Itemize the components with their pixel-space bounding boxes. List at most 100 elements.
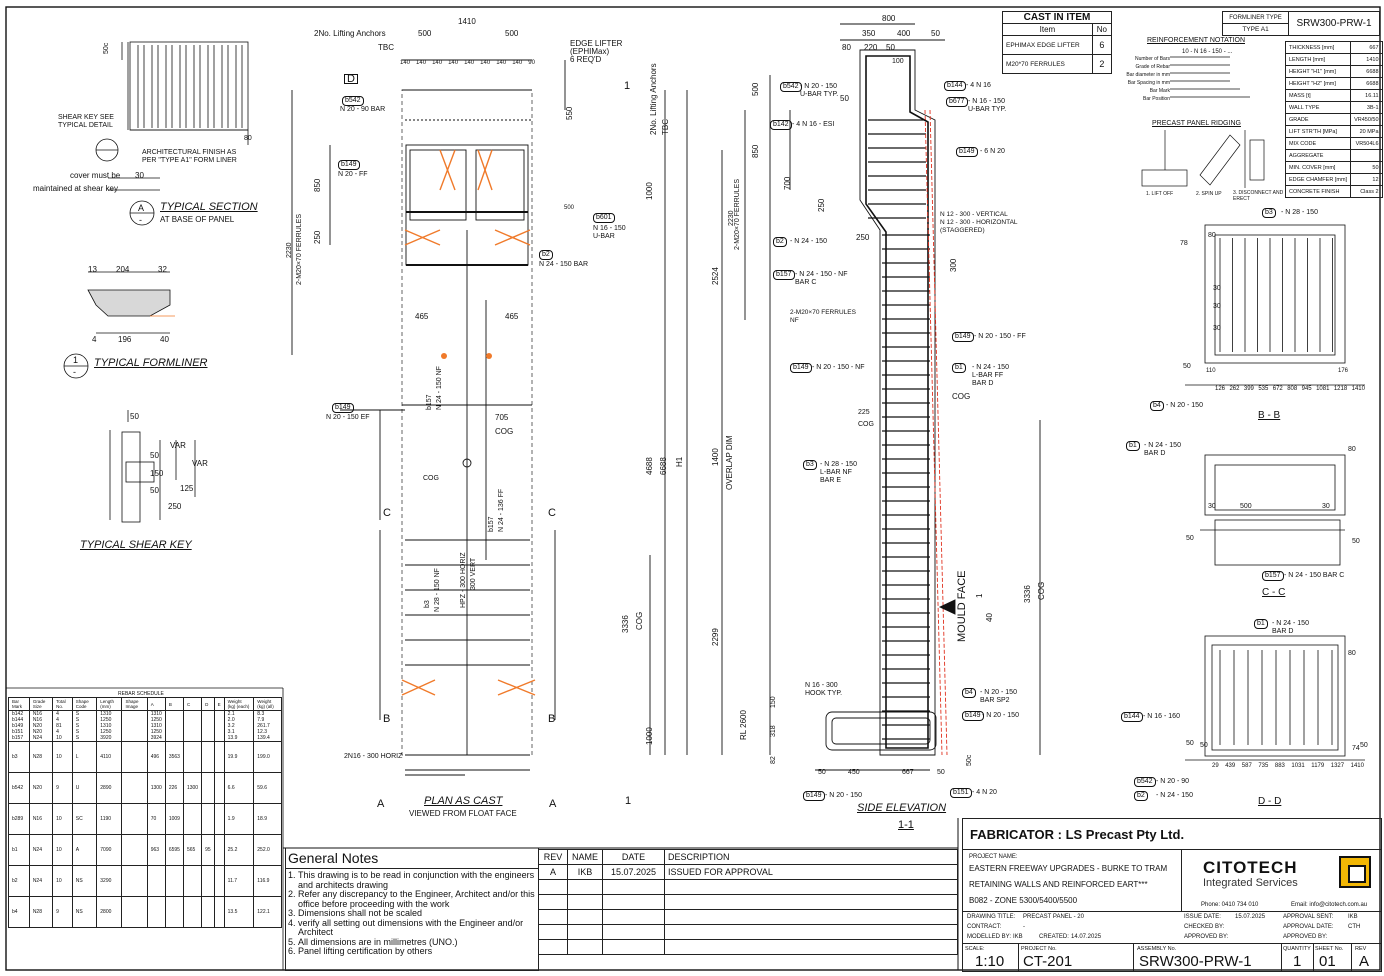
company-name: CITOTECH xyxy=(1203,858,1298,877)
shear-key-note: SHEAR KEY SEE TYPICAL DETAIL xyxy=(58,114,114,129)
elev-bar-b1-desc: - N 24 - 150 L-BAR FF BAR D xyxy=(972,364,1009,387)
rebar-cell: 12.3 xyxy=(253,729,282,735)
property-row: LIFT STR'TH [MPa]20 MPa xyxy=(1284,125,1383,138)
property-value: 1410 xyxy=(1350,53,1383,66)
plan-dim-500a: 500 xyxy=(418,29,432,38)
rebar-cell xyxy=(213,729,225,735)
approval-sent-label: APPROVAL SENT: xyxy=(1283,914,1334,920)
property-value: VR450/50 xyxy=(1350,113,1383,126)
property-label: CONCRETE FINISH xyxy=(1284,185,1352,198)
typical-section-detail xyxy=(95,41,249,226)
company-phone: Phone: 0410 734 010 xyxy=(1201,902,1259,908)
rebar-cell: 1.9 xyxy=(223,803,255,835)
elev-dim-2299: 2299 xyxy=(711,628,720,646)
rev-header: REV xyxy=(538,849,568,865)
property-row: AGGREGATE xyxy=(1284,149,1383,162)
cover-note-1: cover must be xyxy=(70,171,121,180)
elev-bar-b144-mark: b144 xyxy=(944,81,966,91)
elev-bar-b542-mark: b542 xyxy=(780,82,802,92)
approved-by-label: APPROVED BY: xyxy=(1283,934,1328,940)
formliner-type-label: FORMLINER TYPE xyxy=(1221,11,1290,24)
plan-bar-b157-ff-mark: b157 xyxy=(488,516,495,532)
cast-in-row-item: M20*70 FERRULES xyxy=(1002,54,1093,74)
rebar-cell: 3290 xyxy=(96,865,123,897)
plan-lifting-anchors-right: 2No. Lifting Anchors xyxy=(649,63,658,135)
rebar-cell xyxy=(121,729,148,735)
bb-dim-176: 176 xyxy=(1338,368,1349,374)
cover-note-2: maintained at shear key xyxy=(33,184,118,193)
elev-cog-225: 225 xyxy=(858,409,870,416)
elev-dim-500: 500 xyxy=(751,82,760,96)
property-label: WALL TYPE xyxy=(1284,101,1352,114)
rebar-cell: N16 xyxy=(28,710,54,717)
elev-dim-bottom-50a: 50 xyxy=(818,769,826,776)
rebar-cell xyxy=(121,896,148,928)
elev-dim-700: 700 xyxy=(783,176,792,190)
elev-dim-300: 300 xyxy=(949,258,958,272)
project-no-label: PROJECT No. xyxy=(1021,946,1057,952)
rebar-cell: 496 xyxy=(146,741,166,773)
rebar-cell: N20 xyxy=(28,729,54,735)
rebar-cell xyxy=(213,896,225,928)
cc-dim-30a: 30 xyxy=(1208,503,1216,510)
rebar-cell xyxy=(213,834,225,866)
property-value: 6688 xyxy=(1350,65,1383,78)
plan-h1: H1 xyxy=(675,456,684,467)
rebar-cell: NS xyxy=(71,896,98,928)
plan-bar-b3-desc: N 28 - 150 NF xyxy=(434,568,441,612)
rebar-cell xyxy=(164,896,184,928)
title-block: FABRICATOR : LS Precast Pty Ltd. PROJECT… xyxy=(962,818,1382,972)
plan-bar-b149-ef-mark: b149 xyxy=(332,403,354,413)
rebar-cell: 7090 xyxy=(96,834,123,866)
elev-dim-bottom-50c: 50c xyxy=(966,754,973,766)
elev-bar-b4-mark: b4 xyxy=(962,688,976,698)
elev-dim-400: 400 xyxy=(897,29,911,38)
rebar-cell xyxy=(121,772,148,804)
rebar-cell xyxy=(182,741,203,773)
scale: 1:10 xyxy=(975,953,1005,970)
property-label: MIN. COVER [mm] xyxy=(1284,161,1352,174)
shearkey-dim-250: 250 xyxy=(168,502,182,511)
rebar-cell: b289 xyxy=(8,803,30,835)
rebar-cell xyxy=(213,723,225,729)
cc-dim-50b: 50 xyxy=(1352,538,1360,545)
title-bottom-row: SCALE: 1:10 PROJECT No. CT-201 ASSEMBLY … xyxy=(963,943,1381,972)
sheet-border xyxy=(5,6,1381,971)
elev-bar-b1-mark: b1 xyxy=(952,363,966,373)
rebar-cell xyxy=(213,741,225,773)
sheet-label: SHEET No. xyxy=(1315,946,1344,952)
plan-section-mark-d: D xyxy=(344,74,358,85)
rebar-cell: 4110 xyxy=(96,741,123,773)
rebar-cell: A xyxy=(71,834,98,866)
section-bb-title: B - B xyxy=(1258,410,1281,421)
general-note: Refer any discrepancy to the Engineer, A… xyxy=(298,889,538,909)
dim-50c: 50c xyxy=(103,42,110,54)
formliner-dim-196: 196 xyxy=(118,335,132,344)
drawing-title-label: DRAWING TITLE: xyxy=(967,914,1016,920)
rebar-cell: 6.6 xyxy=(223,772,255,804)
rebar-cell: SC xyxy=(71,803,98,835)
contract-label: CONTRACT: xyxy=(967,924,1002,930)
rebar-cell: 1300 xyxy=(146,772,166,804)
cc-dim-500: 500 xyxy=(1240,503,1252,510)
checked-label: CHECKED BY: xyxy=(1184,924,1225,930)
property-value: VR504L6 xyxy=(1350,137,1383,150)
shearkey-dim-50a: 50 xyxy=(150,451,159,460)
rebar-cell: 59.6 xyxy=(253,772,282,804)
elev-mould-face: MOULD FACE xyxy=(956,570,968,642)
precast-panel-ridging-graphic xyxy=(1141,130,1265,188)
elev-bar-b542-desc: - N 20 - 150 U-BAR TYP. xyxy=(800,83,839,98)
plan-bar-b149-desc: N 20 - FF xyxy=(338,171,368,178)
rebar-cell: N16 xyxy=(28,803,54,835)
plan-dim-550: 550 xyxy=(565,106,574,120)
rebar-cell: 10 xyxy=(52,741,73,773)
elev-dim-350: 350 xyxy=(862,29,876,38)
dd-top-desc: - N 24 - 150 BAR D xyxy=(1272,620,1309,635)
ridging-title: PRECAST PANEL RIDGING xyxy=(1152,120,1241,127)
